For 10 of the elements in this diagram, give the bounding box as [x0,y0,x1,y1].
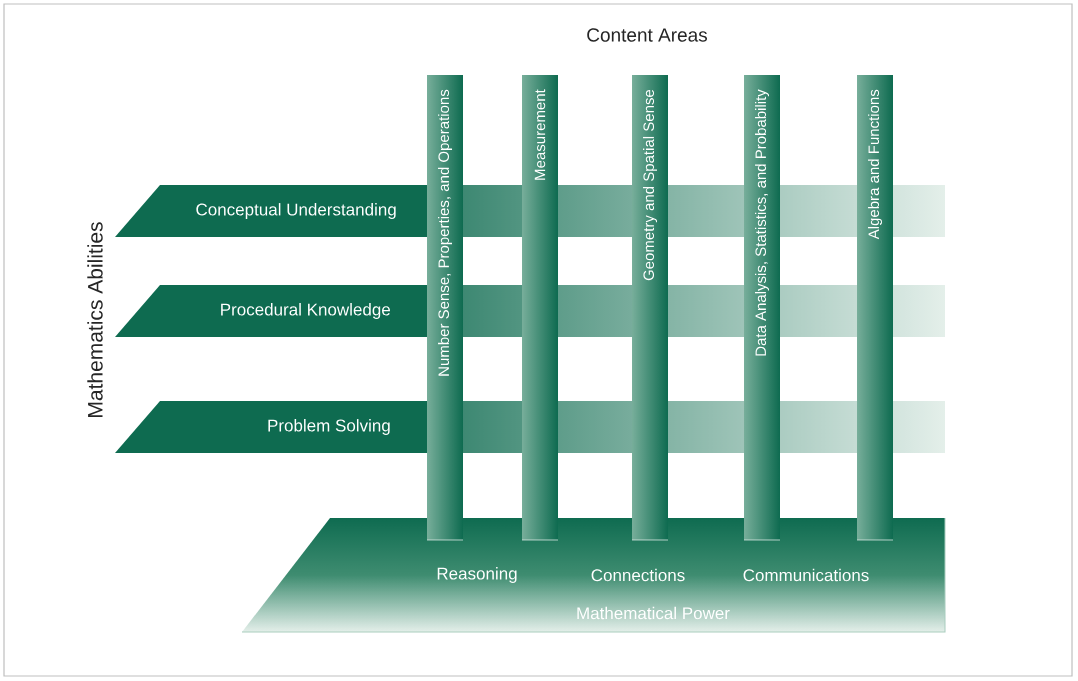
heading: Content Areas [587,28,707,42]
axis-heading: Mathematics Abilities [87,222,103,417]
platform-title: Mathematical Power [577,606,730,620]
platform-label: Connections [591,568,685,582]
platform-label: Reasoning [437,567,517,583]
platform [241,517,946,633]
node-label: Conceptual Understanding [196,203,396,219]
node-label: Procedural Knowledge [221,303,391,319]
node-label: Problem Solving [268,419,390,435]
platform-label: Communications [743,568,869,582]
